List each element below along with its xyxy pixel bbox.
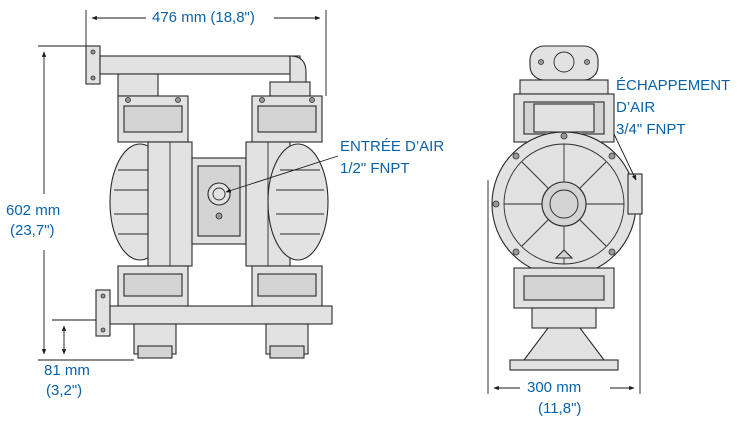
air-inlet-leader bbox=[225, 155, 339, 193]
dimension-width-line bbox=[85, 10, 327, 96]
front-view-pump bbox=[85, 45, 333, 359]
front-right-upper-housing bbox=[251, 95, 323, 143]
side-upper-housing bbox=[513, 93, 615, 143]
height-dimension-mm-label: 602 mm bbox=[6, 202, 61, 220]
side-exhaust-muffler bbox=[627, 173, 643, 215]
dimension-base-line bbox=[52, 319, 96, 355]
air-exhaust-label-line2: D’AIR bbox=[616, 99, 656, 116]
side-top-port bbox=[519, 45, 609, 95]
air-exhaust-size-label: 3/4" FNPT bbox=[616, 121, 686, 138]
dimension-side-width-line bbox=[487, 180, 641, 394]
base-dimension-in-label: (3,2") bbox=[46, 382, 83, 400]
air-inlet-size-label: 1/2" FNPT bbox=[340, 160, 410, 178]
side-view-pump bbox=[491, 45, 643, 371]
side-base bbox=[509, 307, 619, 371]
front-lower-housings bbox=[117, 265, 323, 307]
side-lower-housing bbox=[513, 249, 615, 309]
side-diaphragm-cover bbox=[491, 131, 637, 277]
front-left-chamber bbox=[109, 141, 193, 267]
front-top-manifold bbox=[85, 45, 311, 97]
air-exhaust-leader bbox=[613, 133, 637, 181]
dimension-height-line bbox=[38, 45, 134, 361]
air-exhaust-label: ÉCHAPPEMENT bbox=[616, 77, 731, 94]
width-dimension-label: 476 mm (18,8") bbox=[148, 9, 259, 27]
height-dimension-in-label: (23,7") bbox=[10, 222, 55, 240]
base-dimension-mm-label: 81 mm bbox=[44, 362, 90, 380]
front-left-upper-housing bbox=[117, 95, 189, 143]
front-bottom-manifold bbox=[95, 289, 333, 359]
front-right-chamber bbox=[245, 141, 329, 267]
side-width-in-label: (11,8") bbox=[538, 400, 582, 418]
air-inlet-label: ENTRÉE D’AIR bbox=[340, 138, 445, 156]
front-center-block bbox=[191, 157, 247, 245]
side-width-mm-label: 300 mm bbox=[524, 379, 585, 397]
